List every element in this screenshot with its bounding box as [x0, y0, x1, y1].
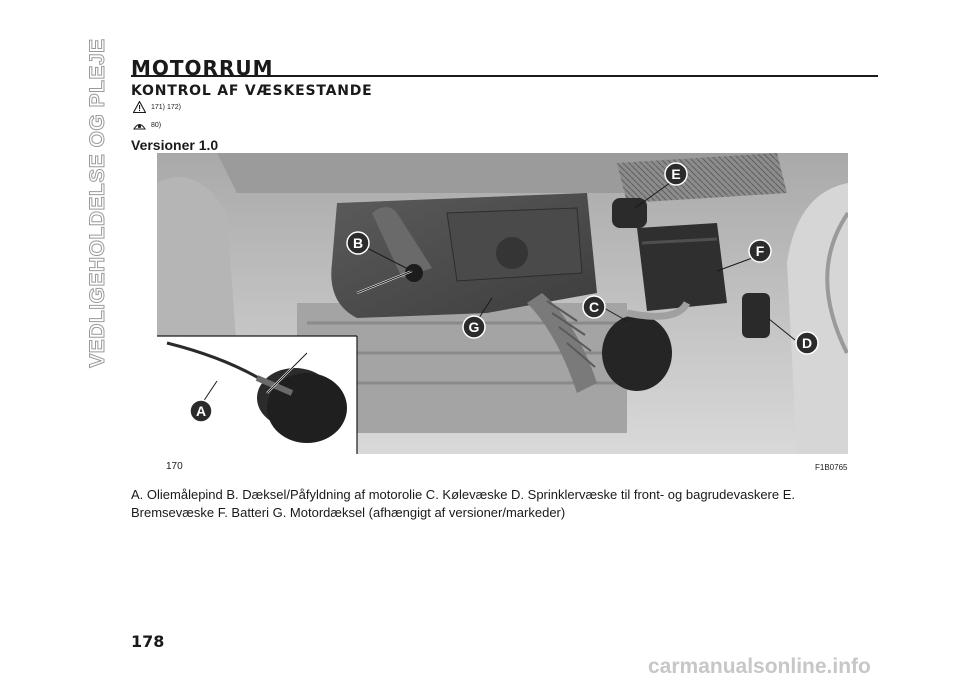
engine-bay-illustration: A B C D E F G — [157, 153, 848, 454]
figure-legend: A. Oliemålepind B. Dæksel/Påfyldning af … — [131, 486, 871, 522]
warning-triangle-icon — [133, 101, 146, 113]
callout-f: F — [748, 239, 772, 263]
section-subtitle: KONTROL AF VÆSKESTANDE — [131, 83, 373, 99]
page-number: 178 — [131, 632, 165, 651]
callout-g: G — [462, 315, 486, 339]
callout-g-label: G — [469, 319, 480, 335]
figure-number: 170 — [166, 461, 183, 472]
figure-legend-line-2: Bremsevæske F. Batteri G. Motordæksel (a… — [131, 505, 566, 520]
callout-a: A — [189, 399, 213, 423]
chapter-side-tab: VEDLIGEHOLDELSE OG PLEJE — [76, 38, 120, 368]
callout-d-label: D — [802, 335, 812, 351]
callout-f-label: F — [756, 243, 765, 259]
engine-bay-figure: A B C D E F G — [157, 153, 848, 454]
callout-a-label: A — [196, 403, 206, 419]
figure-code: F1B0765 — [815, 463, 848, 472]
callout-c: C — [582, 295, 606, 319]
callout-d: D — [795, 331, 819, 355]
watermark: carmanualsonline.info — [648, 655, 871, 678]
chapter-side-tab-label: VEDLIGEHOLDELSE OG PLEJE — [86, 38, 110, 368]
callout-c-label: C — [589, 299, 599, 315]
warning-refs: 171) 172) — [151, 103, 181, 111]
note-refs: 80) — [151, 121, 162, 129]
note-refs-row: 80) — [133, 119, 161, 131]
callout-e-label: E — [671, 166, 680, 182]
warning-refs-row: 171) 172) — [133, 101, 181, 113]
callout-b: B — [346, 231, 370, 255]
figure-legend-line-1: A. Oliemålepind B. Dæksel/Påfyldning af … — [131, 487, 796, 502]
callout-e: E — [664, 162, 688, 186]
title-divider — [131, 75, 878, 77]
versions-heading: Versioner 1.0 — [131, 137, 219, 153]
callout-b-label: B — [353, 235, 363, 251]
oil-drop-icon — [133, 124, 146, 130]
